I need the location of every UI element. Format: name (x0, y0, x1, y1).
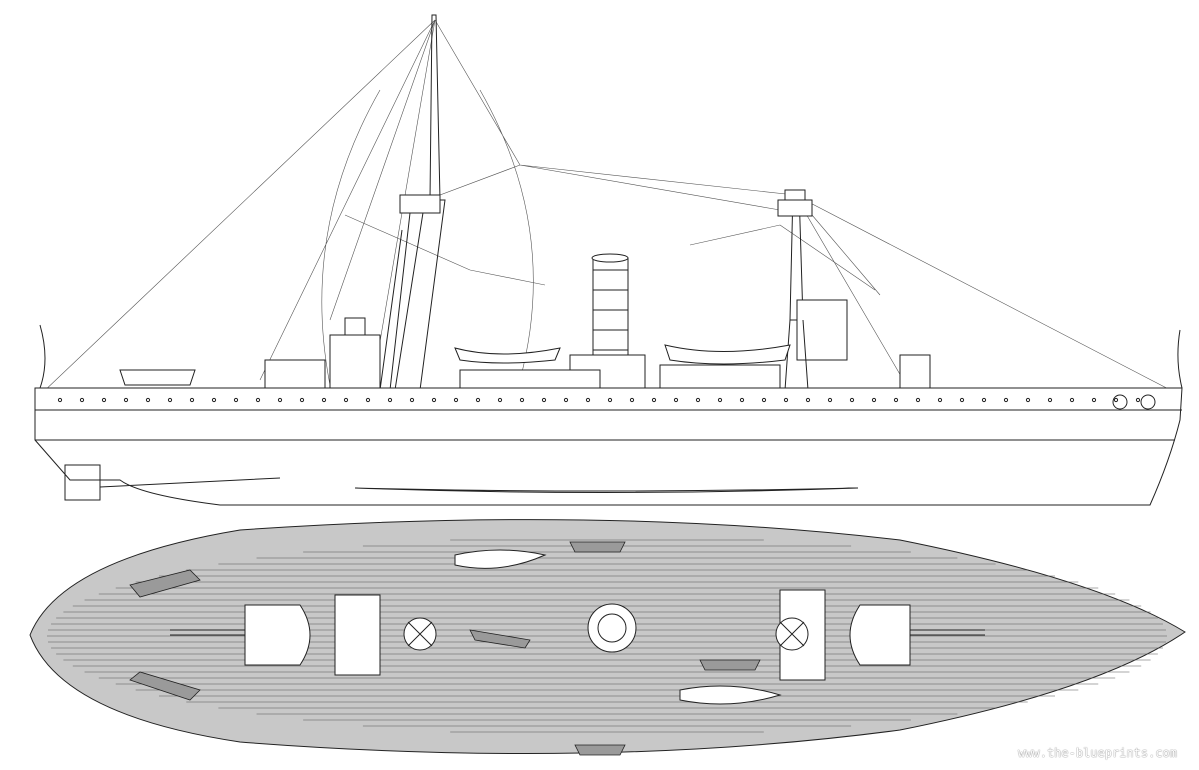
porthole (563, 397, 569, 403)
porthole (1091, 397, 1097, 403)
porthole (827, 397, 833, 403)
funnel (591, 253, 629, 374)
porthole (211, 397, 217, 403)
porthole (365, 397, 371, 403)
porthole (1003, 397, 1009, 403)
turrets (170, 604, 985, 666)
mast-tops (403, 617, 809, 651)
porthole (409, 397, 415, 403)
porthole (849, 397, 855, 403)
porthole (739, 397, 745, 403)
side-profile-view (34, 14, 1183, 506)
porthole (475, 397, 481, 403)
porthole (299, 397, 305, 403)
side-hull (34, 324, 1183, 506)
porthole (959, 397, 965, 403)
porthole (629, 397, 635, 403)
porthole (893, 397, 899, 403)
porthole (387, 397, 393, 403)
porthole (541, 397, 547, 403)
porthole (695, 397, 701, 403)
porthole (519, 397, 525, 403)
top-plan-view (29, 519, 1186, 756)
porthole (167, 397, 173, 403)
porthole (1135, 397, 1141, 403)
porthole (431, 397, 437, 403)
portholes (57, 397, 1141, 403)
porthole (277, 397, 283, 403)
porthole (915, 397, 921, 403)
superstructure (264, 317, 931, 391)
porthole (937, 397, 943, 403)
funnel-top (587, 603, 637, 653)
boats-plan (129, 541, 782, 756)
porthole (585, 397, 591, 403)
porthole (805, 397, 811, 403)
porthole (783, 397, 789, 403)
porthole (255, 397, 261, 403)
porthole (673, 397, 679, 403)
porthole (871, 397, 877, 403)
porthole (717, 397, 723, 403)
porthole (981, 397, 987, 403)
main-mast (777, 189, 848, 391)
porthole (57, 397, 63, 403)
porthole (1025, 397, 1031, 403)
porthole (101, 397, 107, 403)
porthole (453, 397, 459, 403)
porthole (607, 397, 613, 403)
porthole (343, 397, 349, 403)
porthole (189, 397, 195, 403)
watermark: www.the-blueprints.com (1018, 746, 1177, 760)
porthole (497, 397, 503, 403)
porthole (145, 397, 151, 403)
porthole (1113, 397, 1119, 403)
porthole (651, 397, 657, 403)
boats (119, 344, 791, 386)
porthole (1047, 397, 1053, 403)
porthole (761, 397, 767, 403)
porthole (321, 397, 327, 403)
porthole (1069, 397, 1075, 403)
porthole (123, 397, 129, 403)
porthole (79, 397, 85, 403)
porthole (233, 397, 239, 403)
fore-mast (379, 14, 446, 391)
